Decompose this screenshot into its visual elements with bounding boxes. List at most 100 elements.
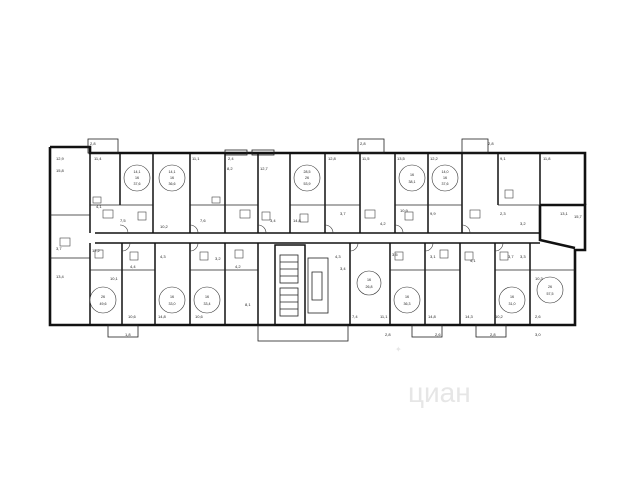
apartment-badge-t8: 14,0 1К 37,6 xyxy=(431,164,459,192)
svg-text:14,0: 14,0 xyxy=(442,170,449,174)
apartment-badge-b7: 1К 26,8 xyxy=(356,270,382,296)
svg-text:3,3: 3,3 xyxy=(520,254,526,259)
apartment-badge-b10: 2К 57,5 xyxy=(536,276,564,304)
svg-text:10,2: 10,2 xyxy=(160,224,169,229)
svg-text:49,6: 49,6 xyxy=(100,302,107,306)
svg-text:9,1: 9,1 xyxy=(500,156,506,161)
svg-text:4,1: 4,1 xyxy=(96,204,102,209)
svg-text:2К: 2К xyxy=(305,176,310,180)
svg-text:14,8: 14,8 xyxy=(293,218,302,223)
svg-text:3,5: 3,5 xyxy=(392,252,398,257)
svg-text:14,8: 14,8 xyxy=(158,314,167,319)
svg-text:4,3: 4,3 xyxy=(335,254,341,259)
svg-text:36,3: 36,3 xyxy=(404,302,411,306)
svg-text:4,1: 4,1 xyxy=(470,258,476,263)
svg-text:12,9: 12,9 xyxy=(56,156,65,161)
svg-text:1К: 1К xyxy=(205,295,210,299)
svg-text:7,4: 7,4 xyxy=(352,314,358,319)
svg-text:26,8: 26,8 xyxy=(366,285,373,289)
balconies-top xyxy=(87,138,489,156)
svg-text:3,1: 3,1 xyxy=(430,254,436,259)
top-partitions xyxy=(50,153,541,233)
svg-text:3,2: 3,2 xyxy=(215,256,221,261)
svg-text:3,7: 3,7 xyxy=(508,254,514,259)
svg-text:10,1: 10,1 xyxy=(110,276,119,281)
svg-text:3,7: 3,7 xyxy=(340,211,346,216)
apartment-badge-b3: 1К 33,0 xyxy=(158,286,186,314)
svg-text:53,9: 53,9 xyxy=(304,182,311,186)
svg-text:9,9: 9,9 xyxy=(430,211,436,216)
svg-text:15,8: 15,8 xyxy=(56,168,65,173)
svg-text:1К: 1К xyxy=(405,295,410,299)
svg-text:3,2: 3,2 xyxy=(520,221,526,226)
apartment-badge-b8: 1К 36,3 xyxy=(393,286,421,314)
svg-text:11,8: 11,8 xyxy=(543,156,551,161)
balcony-labels: 2,8 2,8 2,8 1,8 2,6 15,7 2,8 3,0 2,8 xyxy=(90,141,583,337)
svg-text:15,7: 15,7 xyxy=(574,214,583,219)
svg-text:13,4: 13,4 xyxy=(56,274,65,279)
svg-text:28,5: 28,5 xyxy=(304,170,311,174)
svg-text:2,4: 2,4 xyxy=(228,156,234,161)
svg-text:7,6: 7,6 xyxy=(200,218,206,223)
svg-text:1К: 1К xyxy=(367,278,372,282)
svg-text:8,2: 8,2 xyxy=(227,166,233,171)
svg-text:12,7: 12,7 xyxy=(260,166,269,171)
apartment-badge-t7: 1К 38,1 xyxy=(398,164,426,192)
svg-text:1К: 1К xyxy=(170,295,175,299)
svg-text:11,1: 11,1 xyxy=(380,314,388,319)
svg-text:3,4: 3,4 xyxy=(340,266,346,271)
svg-text:3,0: 3,0 xyxy=(535,332,541,337)
svg-text:4,2: 4,2 xyxy=(235,264,241,269)
fixtures xyxy=(59,189,514,261)
room-labels-top: 12,9 15,8 11,4 4,1 7,5 10,2 11,1 7,6 8,2… xyxy=(56,156,569,229)
svg-text:7,5: 7,5 xyxy=(120,218,126,223)
apartment-badge-t3: 14,1 1К 36,6 xyxy=(158,164,186,192)
svg-text:10,6: 10,6 xyxy=(195,314,204,319)
svg-text:4,4: 4,4 xyxy=(130,264,136,269)
svg-text:37,6: 37,6 xyxy=(442,182,449,186)
svg-text:3,4: 3,4 xyxy=(270,218,276,223)
svg-text:2К: 2К xyxy=(548,285,553,289)
svg-text:12,2: 12,2 xyxy=(430,156,439,161)
svg-text:10,9: 10,9 xyxy=(400,208,409,213)
svg-text:2,6: 2,6 xyxy=(435,332,441,337)
svg-text:4,3: 4,3 xyxy=(160,254,166,259)
svg-text:12,2: 12,2 xyxy=(92,248,101,253)
svg-text:2,8: 2,8 xyxy=(490,332,496,337)
svg-text:13,1: 13,1 xyxy=(560,211,569,216)
svg-text:36,6: 36,6 xyxy=(169,182,176,186)
doors xyxy=(119,224,504,252)
svg-text:1К: 1К xyxy=(443,176,448,180)
svg-text:11,1: 11,1 xyxy=(192,156,200,161)
svg-text:10,6: 10,6 xyxy=(128,314,137,319)
svg-text:14,1: 14,1 xyxy=(134,170,141,174)
balconies-bottom xyxy=(107,324,507,342)
apartment-badge-b4: 1К 33,4 xyxy=(193,286,221,314)
room-labels-bottom: 13,4 3,7 12,2 10,1 4,4 10,6 4,3 14,8 3,2… xyxy=(56,246,544,319)
watermark-text: циан xyxy=(408,377,471,408)
svg-text:2К: 2К xyxy=(101,295,106,299)
svg-text:37,6: 37,6 xyxy=(134,182,141,186)
svg-text:31,0: 31,0 xyxy=(509,302,516,306)
svg-text:33,4: 33,4 xyxy=(204,302,211,306)
svg-text:2,8: 2,8 xyxy=(488,141,494,146)
apartment-badge-b2: 2К 49,6 xyxy=(89,286,117,314)
svg-text:10,2: 10,2 xyxy=(495,314,504,319)
svg-text:2,6: 2,6 xyxy=(535,314,541,319)
svg-text:14,3: 14,3 xyxy=(465,314,474,319)
apartment-badge-t2: 14,1 1К 37,6 xyxy=(123,164,151,192)
bottom-partitions xyxy=(50,243,575,325)
svg-text:33,0: 33,0 xyxy=(169,302,176,306)
svg-text:2,3: 2,3 xyxy=(500,211,506,216)
svg-text:13,5: 13,5 xyxy=(397,156,406,161)
stair-core xyxy=(274,244,329,326)
svg-text:10,3: 10,3 xyxy=(535,276,544,281)
svg-text:1К: 1К xyxy=(410,173,415,177)
svg-text:11,5: 11,5 xyxy=(362,156,370,161)
svg-text:1К: 1К xyxy=(170,176,175,180)
svg-text:14,1: 14,1 xyxy=(169,170,176,174)
svg-text:11,4: 11,4 xyxy=(94,156,102,161)
watermark-rosette-icon: ✦ xyxy=(395,345,402,354)
svg-text:2,8: 2,8 xyxy=(385,332,391,337)
